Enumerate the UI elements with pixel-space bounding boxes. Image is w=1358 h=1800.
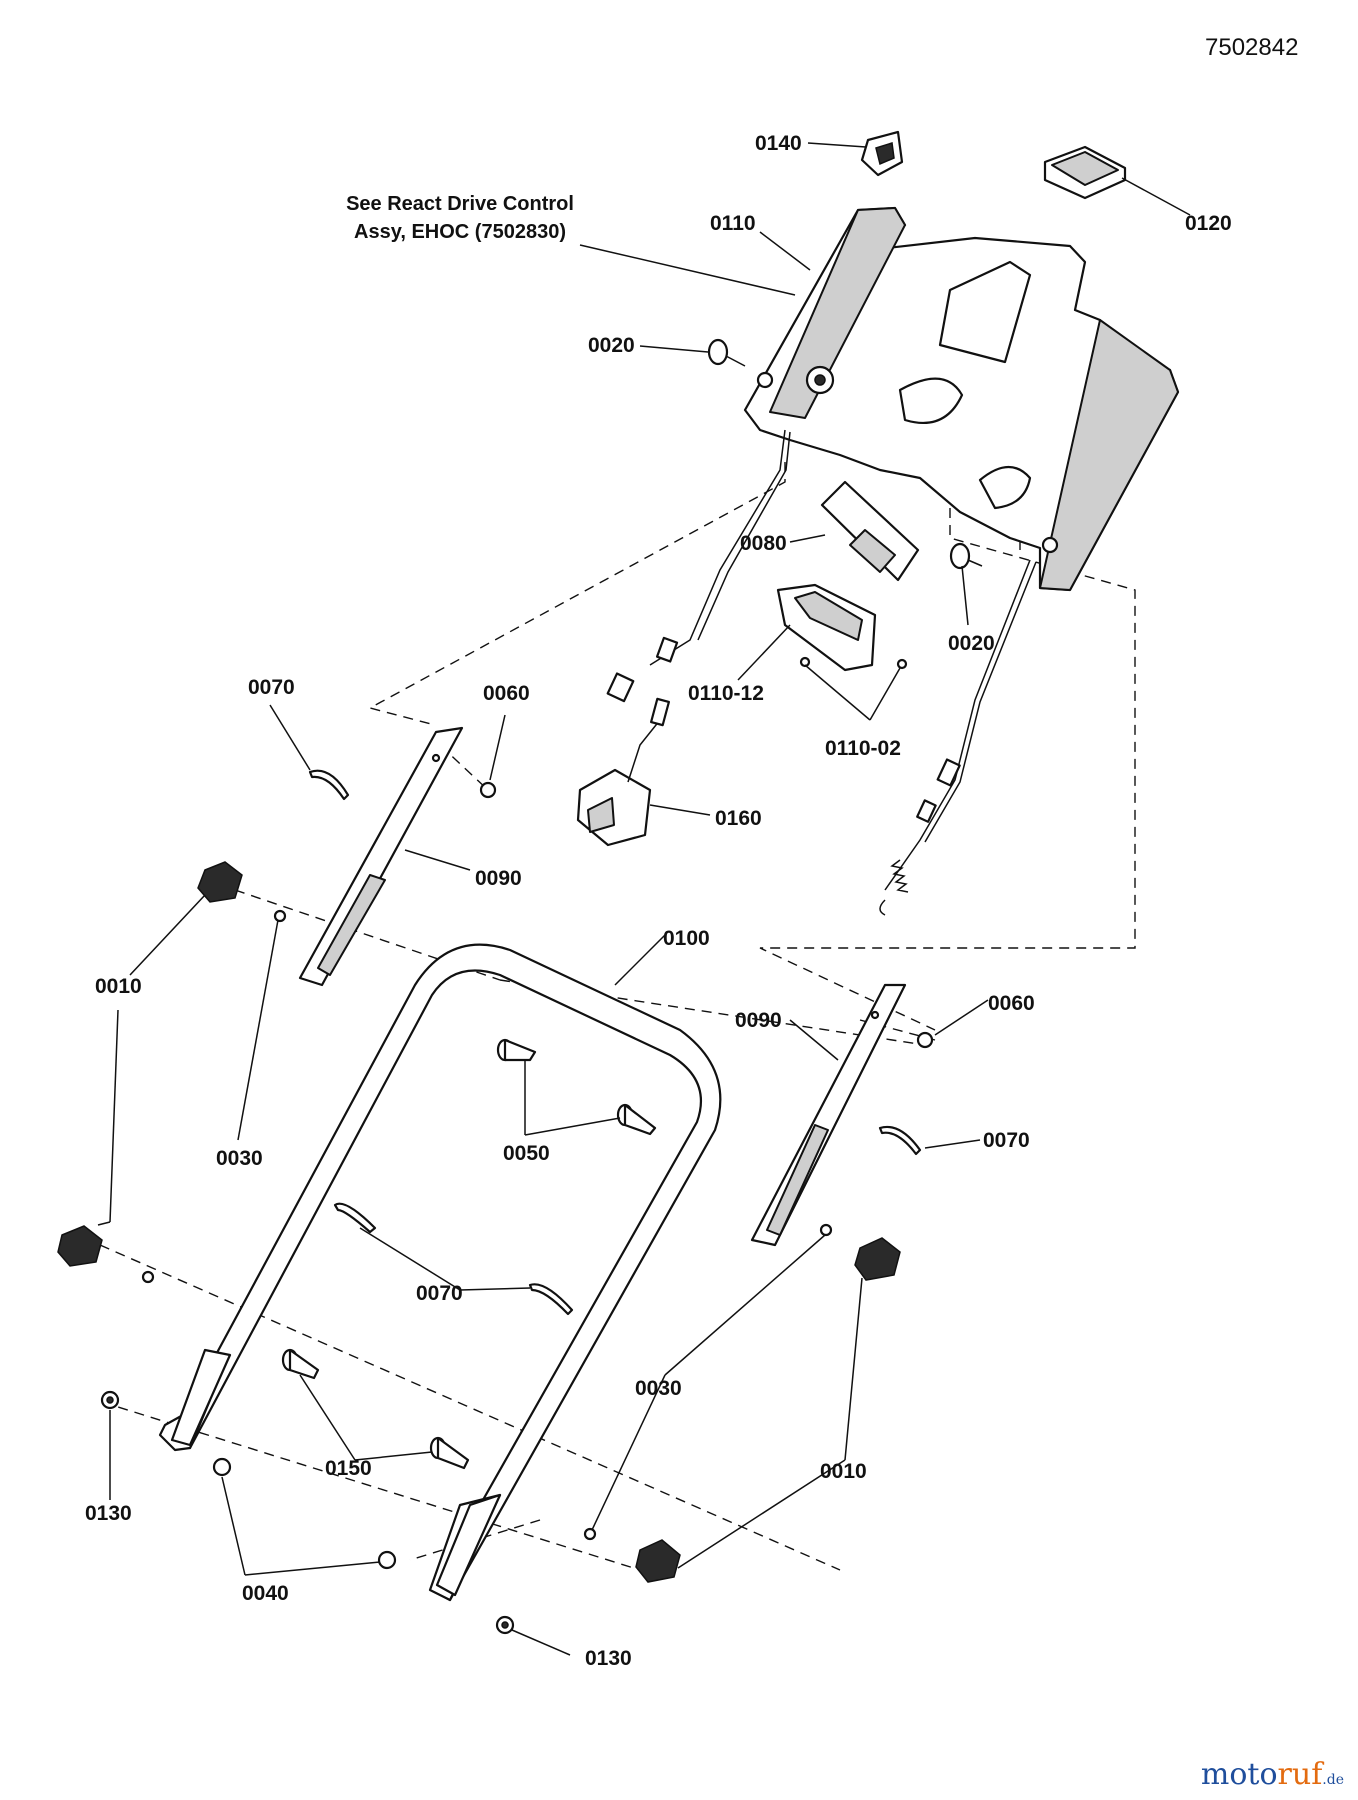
label-0030-right: 0030 [635,1377,682,1400]
part-0070-clip-middle [333,1202,377,1234]
label-0130-left: 0130 [85,1502,132,1525]
part-0050-bolt-upper [496,1038,537,1062]
label-0090-right: 0090 [735,1009,782,1032]
label-0100: 0100 [663,927,710,950]
watermark-part1: moto [1200,1757,1278,1792]
lower-handle-tubes [170,1348,502,1597]
label-0160: 0160 [715,807,762,830]
label-0020-upper: 0020 [588,334,635,357]
part-0130-screw-right [495,1615,515,1635]
watermark-part2: ruf [1277,1757,1323,1792]
label-0050: 0050 [503,1142,550,1165]
part-0060-nut-right [916,1031,934,1049]
part-0090-bracket-right [750,983,907,1247]
label-0040: 0040 [242,1582,289,1605]
part-0010-knob-lower-left [57,1225,103,1267]
part-0070-clip-lower [528,1283,574,1316]
document-number: 7502842 [1205,34,1298,61]
part-0140-clip [860,130,904,177]
label-0070-middle: 0070 [416,1282,463,1305]
label-0060-right: 0060 [988,992,1035,1015]
label-0150: 0150 [325,1457,372,1480]
part-0010-knob-right [854,1237,901,1281]
label-0110-12: 0110-12 [688,682,764,705]
watermark-part3: .de [1322,1772,1344,1788]
control-cable [879,559,1037,916]
part-0030-washers [141,909,833,1541]
part-0150-bolt-lower [429,1436,470,1470]
part-0040-nut-right [377,1550,397,1570]
part-labels: 0140 0120 0110 0020 0080 0110-12 0110-02… [85,132,1232,1670]
label-0110: 0110 [710,212,756,235]
leader-lines [97,142,1191,1656]
part-0090-bracket-left [298,726,464,987]
watermark-logo: motoruf.de [1201,1757,1344,1792]
part-0110-12-module [776,583,908,672]
part-0010-knob-lower-right [635,1539,681,1583]
label-0070-upper: 0070 [248,676,295,699]
label-0060-left: 0060 [483,682,530,705]
part-0100-handle [158,943,722,1602]
part-0050-bolt-lower [616,1103,657,1136]
control-panel-assembly [743,206,1180,592]
label-0110-02: 0110-02 [825,737,901,760]
label-0140: 0140 [755,132,802,155]
wire-harness [606,429,791,703]
part-0070-clip-right [878,1125,922,1156]
part-0130-screw-left [100,1390,120,1410]
label-0130-right: 0130 [585,1647,632,1670]
part-0020-pin-upper [707,338,746,367]
label-0010-upper: 0010 [95,975,142,998]
label-0010-right: 0010 [820,1460,867,1483]
label-0080: 0080 [740,532,787,555]
part-0070-clip-upper-left [308,769,350,801]
reference-note-line1: See React Drive Control [346,193,574,215]
label-0030-left: 0030 [216,1147,263,1170]
part-0120-cap [1043,145,1127,200]
part-0060-nut-left [479,781,497,799]
label-0070-right: 0070 [983,1129,1030,1152]
part-0040-nut-left [212,1457,232,1477]
part-0020-pin-lower [949,542,983,570]
label-0090-left: 0090 [475,867,522,890]
part-0160-charger [576,697,671,847]
reference-note-line2: Assy, EHOC (7502830) [354,221,566,243]
label-0120: 0120 [1185,212,1232,235]
label-0020-lower: 0020 [948,632,995,655]
part-0150-bolt-upper [281,1348,320,1380]
part-0010-knob-upper-left [197,861,243,903]
part-0080-plate [820,480,920,582]
